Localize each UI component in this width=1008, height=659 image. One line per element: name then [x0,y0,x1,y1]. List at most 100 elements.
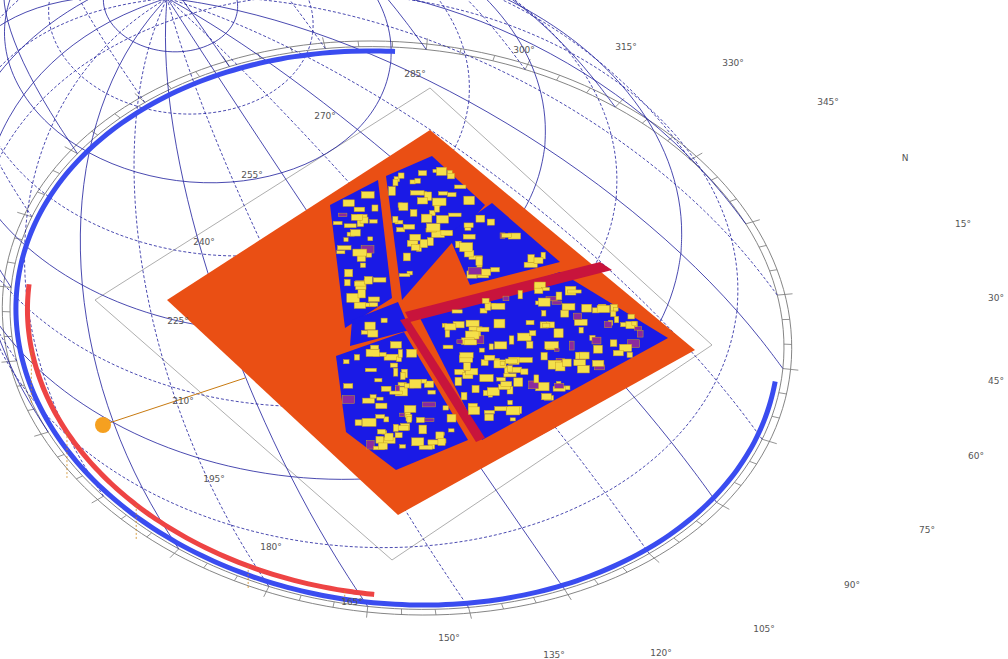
building [393,179,398,186]
azimuth-label: 120° [650,648,672,658]
azimuth-tick [53,170,60,173]
building [554,329,563,338]
building [443,406,448,410]
building [338,213,347,217]
building [484,410,494,413]
building [485,414,494,421]
building [541,352,547,359]
azimuth-tick [649,554,659,563]
building [378,443,387,449]
azimuth-label: 150° [438,633,460,643]
building [370,220,378,223]
azimuth-tick [534,598,537,603]
building [552,301,561,304]
building [419,425,427,434]
building [611,304,618,311]
building [377,397,383,400]
building [418,171,426,176]
building [466,320,479,327]
building [390,391,403,394]
altitude-ring [49,0,313,114]
azimuth-tick [34,432,48,436]
building [447,173,454,179]
building [500,362,505,366]
city-block [386,156,485,300]
building [597,305,610,312]
building [455,185,466,189]
building [404,406,416,413]
building [509,336,514,344]
building [487,388,499,396]
azimuth-tick [333,602,334,607]
building [420,239,427,247]
azimuth-label: 240° [193,237,215,247]
azimuth-label: 255° [241,170,263,180]
building [482,298,489,303]
building [592,337,601,344]
azimuth-tick [17,212,32,216]
building [561,310,569,317]
building [503,296,509,301]
building [375,379,382,382]
azimuth-tick [784,344,792,345]
building [368,237,373,241]
building [381,386,391,391]
building [399,274,410,277]
building [534,375,539,383]
building [373,278,386,282]
building [394,368,398,376]
building [363,398,375,403]
building [508,400,513,404]
azimuth-label: 285° [404,69,426,79]
building [495,342,507,349]
building [407,416,412,422]
building [445,330,449,337]
building [494,319,505,328]
building [393,424,398,431]
building [480,375,493,382]
building [477,327,489,332]
building [407,349,417,357]
building [502,233,512,237]
building [472,385,479,392]
building [507,366,512,372]
building [351,230,361,236]
building [361,192,374,199]
building [484,355,494,360]
building [494,360,506,368]
building [344,360,349,364]
azimuth-label: 315° [615,42,637,52]
city-block [330,180,392,328]
building [526,320,534,324]
azimuth-tick [2,311,10,312]
road [400,318,485,442]
building [542,310,546,316]
building [344,384,353,389]
building [398,350,402,358]
azimuth-label: 270° [314,111,336,121]
azimuth-tick [135,93,145,102]
building [423,402,436,407]
azimuth-tick [115,114,121,118]
building [436,216,448,224]
building [372,205,378,211]
azimuth-label: 165° [341,597,363,607]
building [514,378,523,386]
building [497,378,506,381]
building [518,290,522,298]
altitude-ring [4,0,391,183]
building [427,238,433,246]
building [518,358,532,363]
azimuth-tick [460,49,461,54]
azimuth-label: 210° [172,396,194,406]
sun-position [95,417,111,433]
building [481,360,488,366]
building [361,331,368,335]
building [436,432,444,439]
azimuth-meridian [4,0,167,154]
city-block [448,203,560,285]
building [415,178,420,183]
building [464,223,473,228]
azimuth-label: 345° [817,97,839,107]
